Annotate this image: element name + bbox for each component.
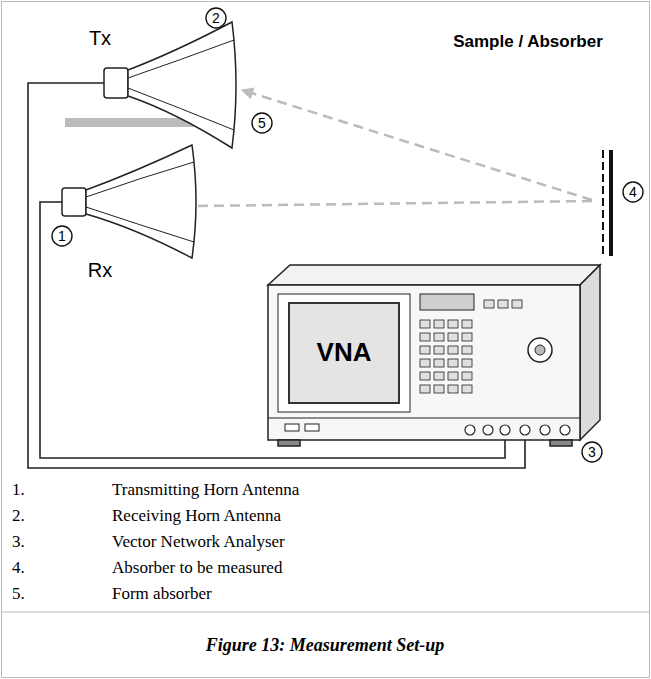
antenna-label: Tx: [89, 27, 111, 50]
list-number: 3.: [12, 532, 25, 552]
list-number: 4.: [12, 558, 25, 578]
list-item: Form absorber: [112, 584, 212, 604]
callout-circle: [52, 226, 72, 246]
callout-circle: [252, 113, 272, 133]
callout-number: 2: [212, 10, 220, 26]
receiving-horn: [62, 145, 196, 258]
list-item: Transmitting Horn Antenna: [112, 480, 299, 500]
callout-number: 3: [588, 444, 596, 460]
callout-number: 5: [258, 115, 266, 131]
reflected-beam: [198, 201, 592, 206]
transmitting-horn: [104, 22, 236, 148]
vna-screen: VNA: [288, 302, 400, 404]
callout-circle: [582, 442, 602, 462]
vna-instrument: [268, 265, 600, 446]
list-number: 5.: [12, 584, 25, 604]
callout-circle: [206, 8, 226, 28]
screen-label: VNA: [317, 338, 372, 368]
callout-number: 4: [629, 184, 637, 200]
caption-rule: [2, 612, 650, 613]
callout-number: 1: [58, 228, 66, 244]
sample-plate: [609, 150, 613, 256]
list-item: Vector Network Analyser: [112, 532, 285, 552]
list-item: Absorber to be measured: [112, 558, 282, 578]
callout-circle: [623, 182, 643, 202]
list-number: 1.: [12, 480, 25, 500]
list-item: Receiving Horn Antenna: [112, 506, 281, 526]
absorber-layer: [602, 150, 604, 256]
list-number: 2.: [12, 506, 25, 526]
figure-caption: Figure 13: Measurement Set-up: [206, 635, 445, 656]
antenna-label: Rx: [88, 259, 112, 282]
sample-label: Sample / Absorber: [453, 32, 603, 52]
incident-beam: [242, 90, 592, 200]
